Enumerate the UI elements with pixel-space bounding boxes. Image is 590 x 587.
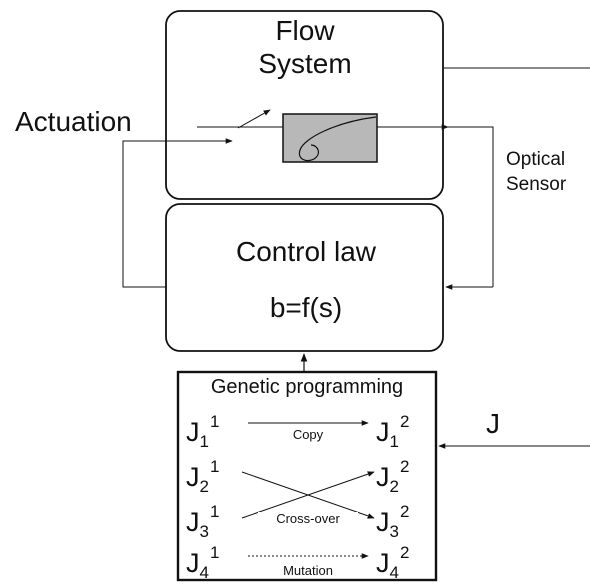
gp-child-3: J32 — [376, 502, 410, 541]
cost-label: J — [486, 408, 500, 439]
gp-title: Genetic programming — [210, 376, 404, 398]
control-law-box — [165, 203, 444, 352]
crossover-arrow-3-to-2 — [241, 471, 375, 519]
mutation-label: Mutation — [283, 563, 333, 578]
flow-system-title: Flow System — [243, 17, 367, 78]
gp-child-1: J12 — [376, 412, 410, 451]
actuator-adjust-arrow — [237, 109, 271, 129]
control-law-title: Control law — [235, 236, 377, 267]
gp-parent-4: J41 — [186, 543, 220, 582]
optical-sensor-label: Optical Sensor — [506, 150, 566, 194]
flow-system-line1: Flow — [275, 15, 335, 46]
optical-sensor-window — [282, 113, 378, 163]
sensor-line1: Optical — [506, 149, 566, 170]
crossover-label: Cross-over — [258, 512, 358, 525]
gp-child-4: J42 — [376, 543, 410, 582]
actuation-label: Actuation — [15, 106, 132, 137]
genetic-programming-box — [176, 370, 438, 582]
gp-parent-3: J31 — [186, 502, 220, 541]
sensor-line2: Sensor — [506, 174, 567, 195]
copy-label: Copy — [292, 427, 324, 442]
gp-parent-1: J11 — [186, 412, 220, 451]
sensor-feedback-line — [448, 126, 494, 287]
control-law-formula: b=f(s) — [269, 292, 343, 323]
gp-parent-2: J21 — [186, 457, 220, 496]
flow-system-line2: System — [258, 48, 352, 79]
flow-system-box — [165, 10, 444, 200]
flow-vortex — [298, 116, 377, 162]
actuation-feedback-line — [122, 140, 180, 288]
gp-child-2: J22 — [376, 457, 410, 496]
